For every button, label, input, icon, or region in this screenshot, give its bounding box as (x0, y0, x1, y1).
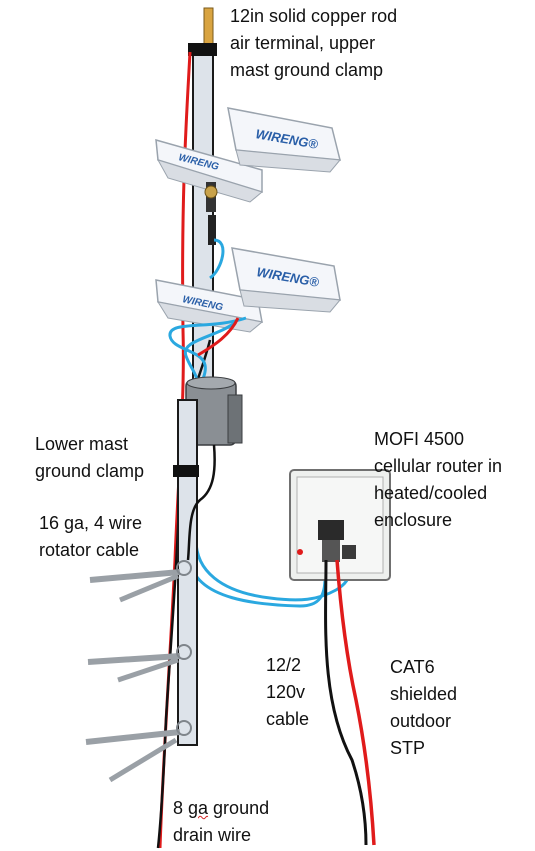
label-ground-drain-wire: 8 ga ground drain wire (173, 768, 269, 849)
label-cat6-cable: CAT6 shielded outdoor STP (390, 657, 458, 758)
wall-bracket-upper (89, 560, 192, 603)
label-rotator-cable: 16 ga, 4 wire rotator cable (39, 513, 143, 560)
copper-rod-air-terminal (203, 7, 214, 49)
label-power-cable: 12/2 120v cable (266, 655, 310, 729)
coax-connectors (204, 182, 218, 245)
lower-antenna: WIRENG® WIRENG (155, 247, 341, 333)
lower-mast (177, 399, 198, 746)
cat6-shielded-cable (335, 559, 376, 846)
label-air-terminal: 12in solid copper rod air terminal, uppe… (230, 6, 398, 80)
ground-wire-suffix: ground (208, 798, 270, 818)
label-mofi-router: MOFI 4500 cellular router in heated/cool… (374, 429, 503, 530)
ground-wire-gauge: ga (188, 798, 209, 818)
ground-wire-line2: drain wire (173, 825, 252, 845)
label-lower-mast-ground-clamp: Lower mast ground clamp (35, 434, 145, 481)
upper-antenna: WIRENG® WIRENG (155, 107, 341, 203)
wall-bracket-middle (87, 644, 192, 683)
rotator-cable (186, 444, 216, 561)
upper-mast-ground-clamp (188, 43, 217, 56)
lower-mast-ground-clamp (173, 465, 199, 477)
power-cable-12-2 (324, 559, 368, 846)
rotator (185, 376, 243, 446)
blue-coax-jumper (209, 238, 225, 280)
ground-wire-prefix: 8 (173, 798, 189, 818)
red-antenna-lead (197, 317, 240, 357)
wall-bracket-lower (85, 720, 192, 783)
